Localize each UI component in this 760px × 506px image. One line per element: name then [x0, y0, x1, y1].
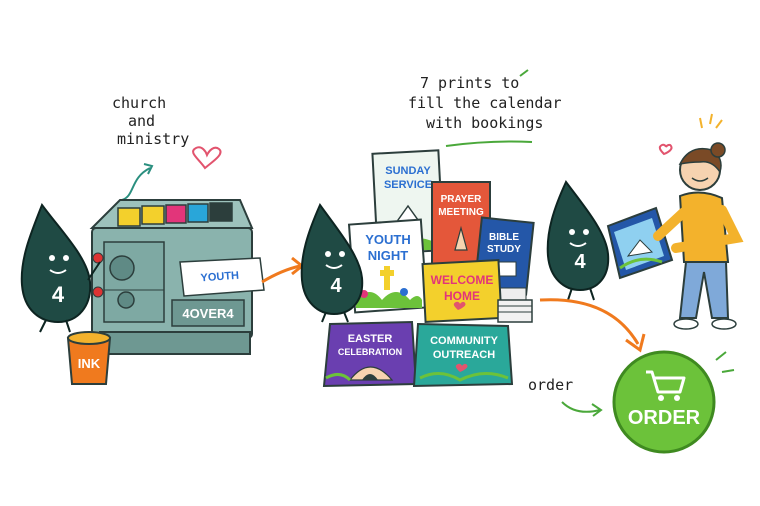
arrow-down-head-icon: [625, 333, 646, 353]
church-annotation-line3: ministry: [117, 130, 189, 148]
prints-annotation-line1: 7 prints to: [420, 74, 519, 92]
prints-scene: 7 prints to fill the calendar with booki…: [300, 69, 562, 388]
printer-brand-label: 4OVER4: [182, 306, 234, 321]
paper-stack: [497, 299, 533, 323]
praying-hands-icon: [454, 225, 468, 251]
svg-text:MEETING: MEETING: [438, 207, 484, 218]
svg-text:CELEBRATION: CELEBRATION: [338, 347, 402, 357]
small-heart-icon: [453, 301, 466, 310]
printed-sheet: [179, 257, 265, 297]
curved-arrow-head-icon: [143, 163, 154, 175]
ink-bucket: INK: [66, 331, 112, 385]
svg-text:STUDY: STUDY: [487, 244, 521, 255]
svg-text:OUTREACH: OUTREACH: [433, 349, 495, 361]
svg-text:SERVICE: SERVICE: [384, 179, 432, 191]
order-button[interactable]: ORDER: [612, 350, 716, 454]
church-annotation-line2: and: [128, 112, 155, 130]
print-easter-celebration: EASTER CELEBRATION: [322, 320, 418, 388]
mascot-middle-number: 4: [330, 275, 342, 297]
svg-text:BIBLE: BIBLE: [489, 232, 519, 243]
order-sparkle-icon: [715, 351, 735, 373]
printed-sheet-text: YOUTH: [200, 270, 239, 285]
sparkle-icon: [519, 69, 529, 77]
mascot-left-number: 4: [52, 282, 65, 307]
curved-arrow-icon: [121, 167, 151, 201]
svg-text:PRAYER: PRAYER: [441, 194, 483, 205]
order-button-label: ORDER: [628, 407, 701, 429]
print-youth-night: YOUTH NIGHT: [347, 218, 429, 314]
customer-person: [653, 142, 744, 330]
print-welcome-home: WELCOME HOME: [421, 259, 503, 323]
svg-text:YOUTH: YOUTH: [365, 232, 411, 247]
church-annotation-line1: church: [112, 94, 166, 112]
cross-icon: [380, 266, 394, 290]
shopping-cart-icon: [646, 370, 686, 401]
catalog-church-icon: [626, 239, 654, 257]
svg-text:COMMUNITY: COMMUNITY: [430, 335, 498, 347]
printer-machine: 4OVER4 YOUTH: [89, 199, 265, 355]
mascot-drop-left: 4: [20, 202, 101, 333]
ink-bucket-label: INK: [78, 356, 101, 371]
heart-icon: [192, 146, 222, 170]
mascot-right-number: 4: [574, 251, 586, 273]
underline-stroke: [445, 140, 533, 147]
tomb-icon: [362, 374, 378, 380]
outreach-heart-icon: [455, 363, 468, 372]
svg-text:WELCOME: WELCOME: [431, 273, 494, 287]
mascot-drop-middle: 4: [300, 203, 364, 323]
svg-text:NIGHT: NIGHT: [368, 248, 409, 263]
customer-heart-icon: [658, 143, 673, 156]
joy-sparkle-icon: [699, 113, 723, 129]
svg-text:HOME: HOME: [444, 289, 480, 303]
arrow-right-icon: [261, 264, 301, 284]
prints-annotation-line3: with bookings: [426, 114, 543, 132]
handover-catalog: [606, 206, 674, 280]
mascot-drop-right: 4: [546, 180, 610, 301]
prints-annotation-line2: fill the calendar: [408, 94, 562, 112]
printer-scene: church and ministry 4OVER4 Y: [20, 94, 305, 385]
order-annotation-arrow-icon: [561, 401, 601, 413]
arrow-down-icon: [539, 298, 640, 345]
svg-text:SUNDAY: SUNDAY: [385, 165, 431, 177]
customer-scene: 4 order: [528, 113, 744, 454]
svg-text:EASTER: EASTER: [348, 333, 393, 345]
print-community-outreach: COMMUNITY OUTREACH: [412, 322, 514, 388]
order-annotation: order: [528, 376, 573, 394]
